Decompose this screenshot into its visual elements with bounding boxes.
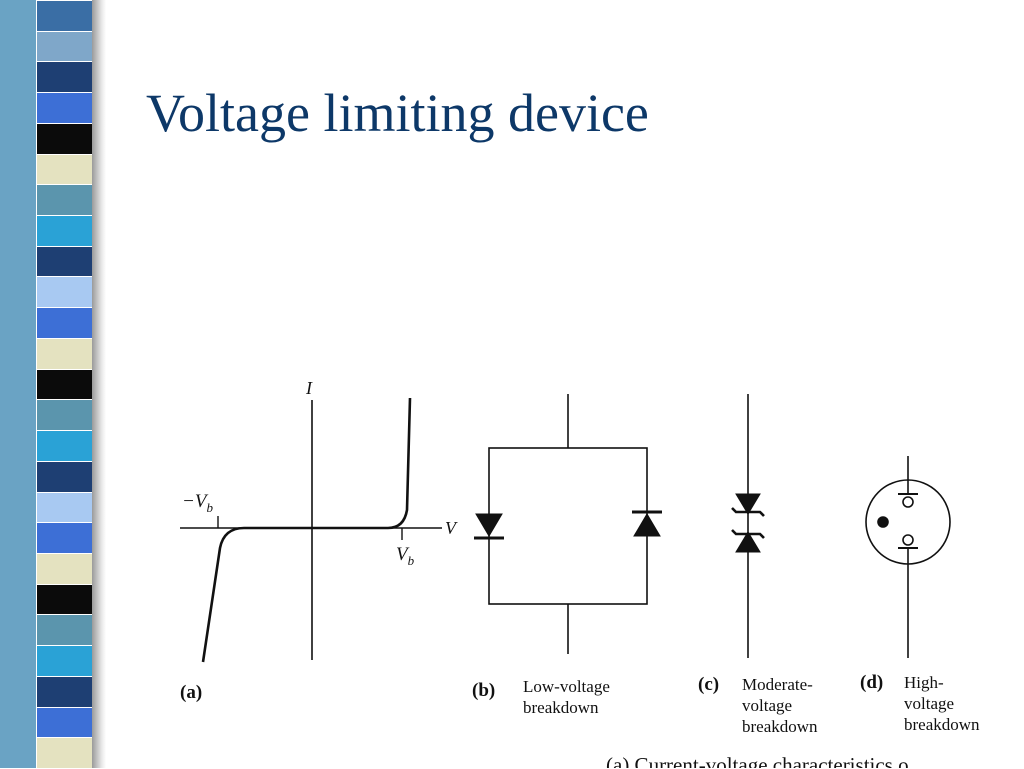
panel-d-label: (d) [860,672,883,693]
stripe-segment [36,122,94,155]
y-axis-label: I [305,378,313,398]
pos-breakdown-label: Vb [396,544,415,568]
stripe-segment [36,675,94,708]
slide-title: Voltage limiting device [146,83,649,143]
figure-caption-partial: (a) Current-voltage characteristics o [606,753,909,768]
stripe-segment [36,276,94,309]
stripe-segment [36,706,94,739]
stripe-bar-shadow [92,0,106,768]
stripe-segment [36,61,94,94]
panel-a-iv-curve [180,397,442,663]
panel-c-caption-line2: voltage [742,696,792,715]
panel-c-caption-line3: breakdown [742,717,818,736]
panel-c-label: (c) [698,674,719,695]
stripe-segment [36,737,94,769]
panel-b-caption-line2: breakdown [523,698,599,717]
stripe-segment [36,460,94,493]
neg-breakdown-label: −Vb [182,491,213,515]
diode-right [632,510,662,537]
stripe-segment [36,430,94,462]
figure-svg: I V −Vb Vb (a) (b) Low-voltage breakdown [180,378,980,768]
stripe-segment [36,92,94,124]
panel-d-gas-tube [865,456,951,658]
stripe-bar-background [0,0,38,768]
neg-breakdown-label-sub: b [206,500,213,515]
stripe-segment [36,399,94,432]
panel-b-caption-line1: Low-voltage [523,677,610,696]
stripe-segment [36,0,94,32]
stripe-segment [36,30,94,63]
stripe-segment [36,307,94,339]
decorative-stripe-bar [0,0,110,769]
pos-breakdown-label-main: V [396,544,410,565]
voltage-limiting-figure: I V −Vb Vb (a) (b) Low-voltage breakdown [160,370,1024,768]
panel-b-label: (b) [472,680,495,701]
iv-curve [201,397,412,663]
stripe-segment [36,614,94,647]
panel-a-label: (a) [180,682,202,703]
stripe-segment [36,368,94,401]
stripe-segment [36,552,94,585]
stripe-segment [36,184,94,217]
stripe-segment [36,245,94,278]
panel-c-varistor [731,394,765,658]
panel-c-caption-line1: Moderate- [742,675,813,694]
panel-d-caption-line2: voltage [904,694,954,713]
panel-b-diode-pair [488,394,648,654]
panel-d-caption-line3: breakdown [904,715,980,734]
stripe-segment [36,522,94,554]
panel-d-caption-line1: High- [904,673,944,692]
diode-loop [488,447,648,605]
neg-breakdown-label-main: −V [182,491,209,512]
stripe-segment [36,215,94,247]
pos-breakdown-label-sub: b [408,553,415,568]
stripe-segment [36,491,94,524]
stripe-segment [36,583,94,616]
diode-left [474,513,504,540]
x-axis-label: V [445,518,458,538]
stripe-segment [36,153,94,186]
stripe-segment [36,337,94,370]
stripe-segment [36,645,94,677]
